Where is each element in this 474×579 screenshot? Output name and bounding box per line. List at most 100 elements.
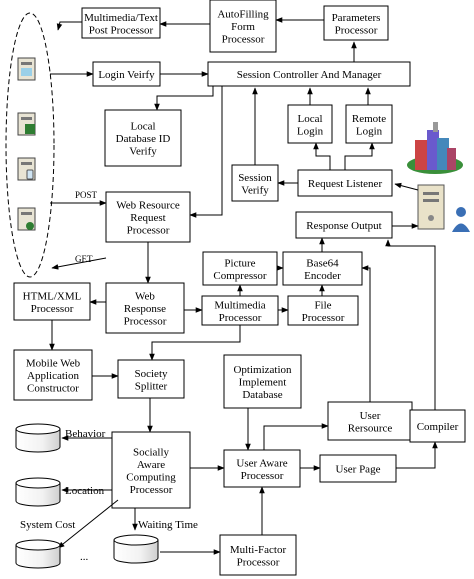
web-response-processor-label-line: Response [124,303,166,315]
edge-userresource-to-base64 [361,265,371,402]
phone-icon [17,157,36,181]
edge-listener-to-locallogin [313,142,331,170]
client-group-outline [5,12,55,278]
waiting-time-database-icon [113,534,159,564]
base64-encoder-label-line: Base64 [306,257,339,269]
multi-factor-processor-label-line: Multi-Factor [230,544,287,556]
location-database-icon [15,477,61,507]
remote-login-label-line: Remote [352,113,386,125]
compiler-frame [409,409,466,443]
parameters-processor-label-line: Processor [335,24,378,36]
session-verify-label-line: Verify [241,184,269,196]
behavior-database-icon [15,423,61,453]
multimedia-text-post-processor-frame [81,7,161,39]
ellipsis-label: ... [80,551,89,563]
autofilling-form-processor-label-line: Form [231,21,255,33]
edge-session-to-webresource [189,86,223,218]
multimedia-text-post-processor-label-line: Multimedia/Text [84,12,158,24]
user-page-label-line: User Page [336,464,381,476]
mobile-web-application-constructor-label-line: Application [27,370,79,382]
user-icon [452,207,470,232]
compiler-label-line: Compiler [417,421,459,433]
remote-login-frame [345,104,393,144]
multi-factor-processor-frame [219,534,297,576]
system-cost-label: System Cost [20,519,75,531]
local-login-label-line: Login [297,125,324,137]
request-listener-frame [297,169,393,197]
login-verify-label-line: Login Veirfy [98,69,155,81]
compiler-box: Compiler [409,409,466,443]
society-splitter-label-line: Society [135,368,168,380]
request-listener-label-line: Request Listener [308,178,383,190]
server-cluster-icon [407,122,463,174]
socially-aware-computing-processor-label-line: Socially [133,446,170,458]
session-controller-box: Session Controller And Manager [207,61,411,87]
behavior-label: Behavior [65,428,106,440]
login-verify-box: Login Veirfy [92,61,161,87]
response-output-frame [295,211,393,239]
local-login-frame [287,104,333,144]
server-icon [17,57,36,81]
computer-icon [17,112,36,136]
remote-login-label-line: Login [356,125,383,137]
system-cost-database-icon [15,539,61,569]
edge-listener-to-remotelogin [344,142,375,170]
edge-cluster-to-listener [394,182,419,191]
local-database-id-verify-label-line: Database ID [116,133,171,145]
get-label: GET [75,254,93,264]
edge-userpage-to-compiler [396,441,438,469]
picture-compressor-label-line: Picture [224,257,255,269]
location-label: Location [65,485,105,497]
multimedia-text-post-processor-label-line: Post Processor [89,24,154,36]
user-rersource-label-line: Rersource [348,422,393,434]
client-devices-group [5,12,55,278]
edge-session-to-localdb [154,86,214,111]
edge-socially-to-systemcost [57,499,119,549]
edge-multimedia-to-society [149,325,241,361]
user-page-frame [319,454,397,483]
picture-compressor-frame [202,251,278,286]
html-xml-processor-frame [13,282,91,321]
local-database-id-verify-frame [104,109,182,167]
web-response-processor-label-line: Web [135,291,155,303]
user-rersource-frame [327,401,413,441]
session-verify-label-line: Session [238,172,272,184]
autofilling-form-processor-label-line: AutoFilling [217,9,269,21]
laptop-icon [17,207,36,231]
response-output-label-line: Response Output [306,220,381,232]
local-login-label-line: Local [297,113,322,125]
mobile-web-application-constructor-frame [13,349,93,401]
edge-compiler-to-response [385,239,436,410]
login-verify-frame [92,61,161,87]
mobile-web-application-constructor-label-line: Constructor [27,383,79,395]
html-xml-processor-label-line: HTML/XML [23,290,82,302]
edge-labels: POST GET Behavior Location System Cost W… [20,190,198,563]
html-xml-processor-label-line: Processor [31,303,74,315]
web-resource-request-processor-label-line: Request [130,212,165,224]
society-splitter-label-line: Splitter [135,380,168,392]
session-controller-label-line: Session Controller And Manager [237,69,382,81]
session-verify-frame [231,164,279,202]
user-aware-processor-label-line: User Aware [236,457,287,469]
user-rersource-label-line: User [360,410,381,422]
autofilling-form-processor-label-line: Processor [222,34,265,46]
optimization-implement-database-label-line: Implement [239,377,287,389]
socially-aware-computing-processor-label-line: Aware [137,459,165,471]
web-response-processor-label-line: Processor [124,316,167,328]
session-controller-frame [207,61,411,87]
multi-factor-processor-label-line: Processor [237,556,280,568]
